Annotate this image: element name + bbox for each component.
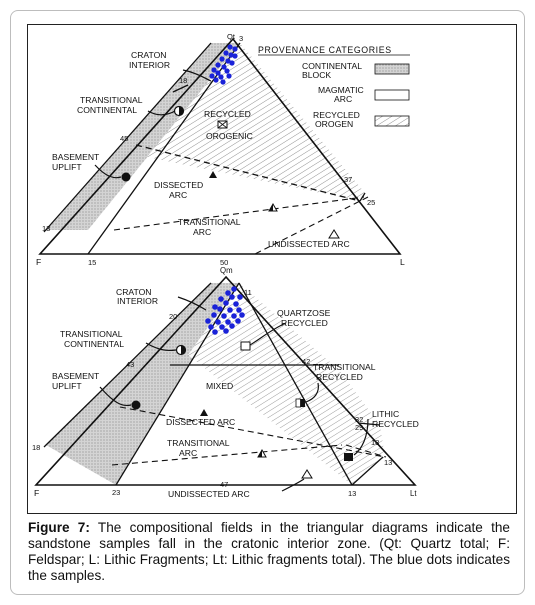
bottom-quartzose-2: RECYCLED (281, 318, 328, 328)
top-legend-mag-1: MAGMATIC (318, 85, 364, 95)
top-apex-f: F (36, 257, 41, 267)
top-recycled-orogen-field (147, 43, 365, 201)
top-undissected: UNDISSECTED ARC (268, 239, 350, 249)
bottom-lithic-1: LITHIC (372, 409, 399, 419)
bottom-mixed: MIXED (206, 381, 233, 391)
bottom-transrec-1: TRANSITIONAL (313, 362, 376, 372)
top-tick-3: 3 (239, 34, 243, 43)
bottom-triangle-outline (34, 275, 417, 486)
caption-text: The compositional fields in the triangul… (28, 520, 510, 583)
top-transarc-1: TRANSITIONAL (178, 217, 241, 227)
top-basement-symbol (121, 172, 131, 182)
bottom-recycled-orogen-field (188, 283, 385, 485)
bottom-tick-47: 47 (220, 480, 228, 489)
top-trans-cont-2: CONTINENTAL (77, 105, 137, 115)
top-tick-37: 37 (344, 175, 352, 184)
bottom-transarc-2: ARC (179, 448, 197, 458)
bottom-tick-13r: 13 (384, 458, 392, 467)
bottom-trans-cont-1: TRANSITIONAL (60, 329, 123, 339)
provenance-figure: Qt 3 F L PROVENANCE CATEGORIES CONTINENT… (27, 24, 517, 514)
bottom-basement-symbol (131, 400, 141, 410)
bottom-lithic-2: RECYCLED (372, 419, 419, 429)
top-apex-qt: Qt (227, 32, 236, 41)
top-dissected-symbol (209, 171, 217, 178)
top-legend-cont-2: BLOCK (302, 70, 331, 80)
bottom-quartzose-1: QUARTZOSE (277, 308, 331, 318)
bottom-trans-cont-2: CONTINENTAL (64, 339, 124, 349)
top-dissected-1: DISSECTED (154, 180, 203, 190)
top-tick-15: 15 (88, 258, 96, 267)
bottom-apex-f: F (34, 488, 39, 498)
bottom-tick-18: 18 (371, 438, 379, 447)
top-ternary: Qt 3 F L PROVENANCE CATEGORIES CONTINENT… (36, 32, 410, 267)
top-tick-25: 25 (367, 198, 375, 207)
top-transarc-2: ARC (193, 227, 211, 237)
bottom-continental-block-field (46, 283, 239, 485)
bottom-tick-18l: 18 (32, 443, 40, 452)
top-triangle-outline (38, 37, 402, 255)
top-apex-l: L (400, 257, 405, 267)
bottom-tick-20: 20 (169, 312, 177, 321)
top-tick-18: 18 (179, 76, 187, 85)
top-basement-2: UPLIFT (52, 162, 82, 172)
top-trans-cont-1: TRANSITIONAL (80, 95, 143, 105)
bottom-apex-qm: Qm (220, 266, 233, 275)
bottom-basement-2: UPLIFT (52, 381, 82, 391)
bottom-lithic-symbol (344, 453, 353, 461)
bottom-tick-32: 32 (355, 415, 363, 424)
bottom-dissected: DISSECTED ARC (166, 417, 235, 427)
bottom-basement-1: BASEMENT (52, 371, 100, 381)
bottom-undissected: UNDISSECTED ARC (168, 489, 250, 499)
bottom-craton-2: INTERIOR (117, 296, 158, 306)
bottom-apex-lt: Lt (410, 489, 417, 498)
bottom-craton-1: CRATON (116, 287, 152, 297)
top-basement-1: BASEMENT (52, 152, 100, 162)
bottom-tick-11: 11 (244, 288, 252, 297)
bottom-tick-42: 42 (302, 357, 310, 366)
figure-caption: Figure 7: The compositional fields in th… (28, 520, 510, 584)
ternary-diagrams: Qt 3 F L PROVENANCE CATEGORIES CONTINENT… (32, 32, 419, 499)
bottom-ternary: Qm F Lt CRATON INTERIOR 11 20 QUARTZOSE … (32, 266, 419, 499)
bottom-transrec-2: RECYCLED (316, 372, 363, 382)
bottom-tick-23: 23 (112, 488, 120, 497)
caption-label: Figure 7: (28, 520, 90, 535)
top-legend-mag-swatch (374, 89, 410, 101)
top-legend-rec-2: OROGEN (315, 119, 353, 129)
top-sample-dots (209, 44, 238, 85)
top-tick-50: 50 (220, 258, 228, 267)
bottom-undissected-symbol (301, 469, 313, 479)
top-tick-13: 13 (42, 224, 50, 233)
bottom-tick-29: 29 (355, 423, 363, 432)
top-continental-block-field (46, 43, 240, 230)
top-legend-rec-swatch (374, 115, 410, 127)
bottom-transarc-1: TRANSITIONAL (167, 438, 230, 448)
bottom-tick-13b: 13 (348, 489, 356, 498)
top-legend-rec-1: RECYCLED (313, 110, 360, 120)
top-recycled-1: RECYCLED (204, 109, 251, 119)
bottom-quartzose-symbol (240, 341, 251, 351)
bottom-sample-dots (205, 286, 245, 335)
top-recycled-2: OROGENIC (206, 131, 253, 141)
top-undissected-symbol (328, 229, 340, 239)
bottom-dissected-symbol (200, 409, 208, 416)
bottom-tick-43: 43 (126, 360, 134, 369)
top-legend-title: PROVENANCE CATEGORIES (258, 45, 392, 55)
top-craton-1: CRATON (131, 50, 167, 60)
top-craton-2: INTERIOR (129, 60, 170, 70)
top-legend-mag-2: ARC (334, 94, 352, 104)
top-legend-cont-1: CONTINENTAL (302, 61, 362, 71)
top-tick-45: 45 (120, 134, 128, 143)
top-dissected-2: ARC (169, 190, 187, 200)
top-legend-cont-swatch (374, 63, 410, 75)
